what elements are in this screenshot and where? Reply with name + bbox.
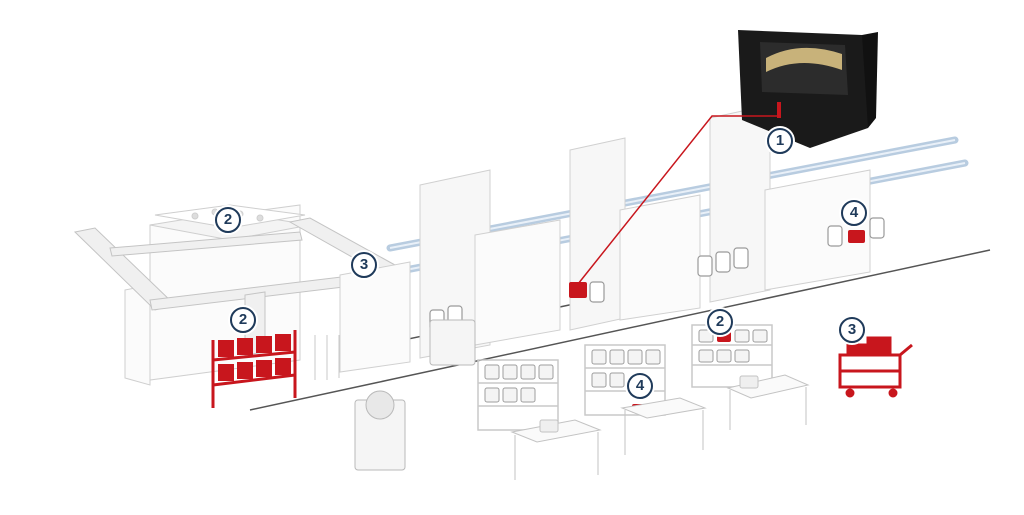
- work-tables: [510, 374, 810, 480]
- callout-badge-rack-right: 2: [707, 309, 733, 335]
- callout-line: [577, 115, 778, 285]
- callout-badge-carrier: 1: [767, 128, 793, 154]
- callout-badge-rack-center: 4: [627, 373, 653, 399]
- conveyors: [73, 217, 403, 356]
- callout-badge-tool-port: 4: [841, 200, 867, 226]
- highlighted-carriers: [569, 230, 865, 298]
- handling-machines: [314, 319, 476, 471]
- red-cart: [838, 336, 913, 398]
- callout-badge-conveyor: 3: [351, 252, 377, 278]
- callout-badge-stocker-rack: 2: [230, 307, 256, 333]
- callout-badge-cart: 3: [839, 317, 865, 343]
- callout-badge-stocker-top: 2: [215, 207, 241, 233]
- red-rack-left: [211, 330, 297, 408]
- wafer-carrier-illustration: [738, 30, 878, 148]
- rack-carriers: [484, 329, 768, 403]
- process-tools: [339, 104, 871, 373]
